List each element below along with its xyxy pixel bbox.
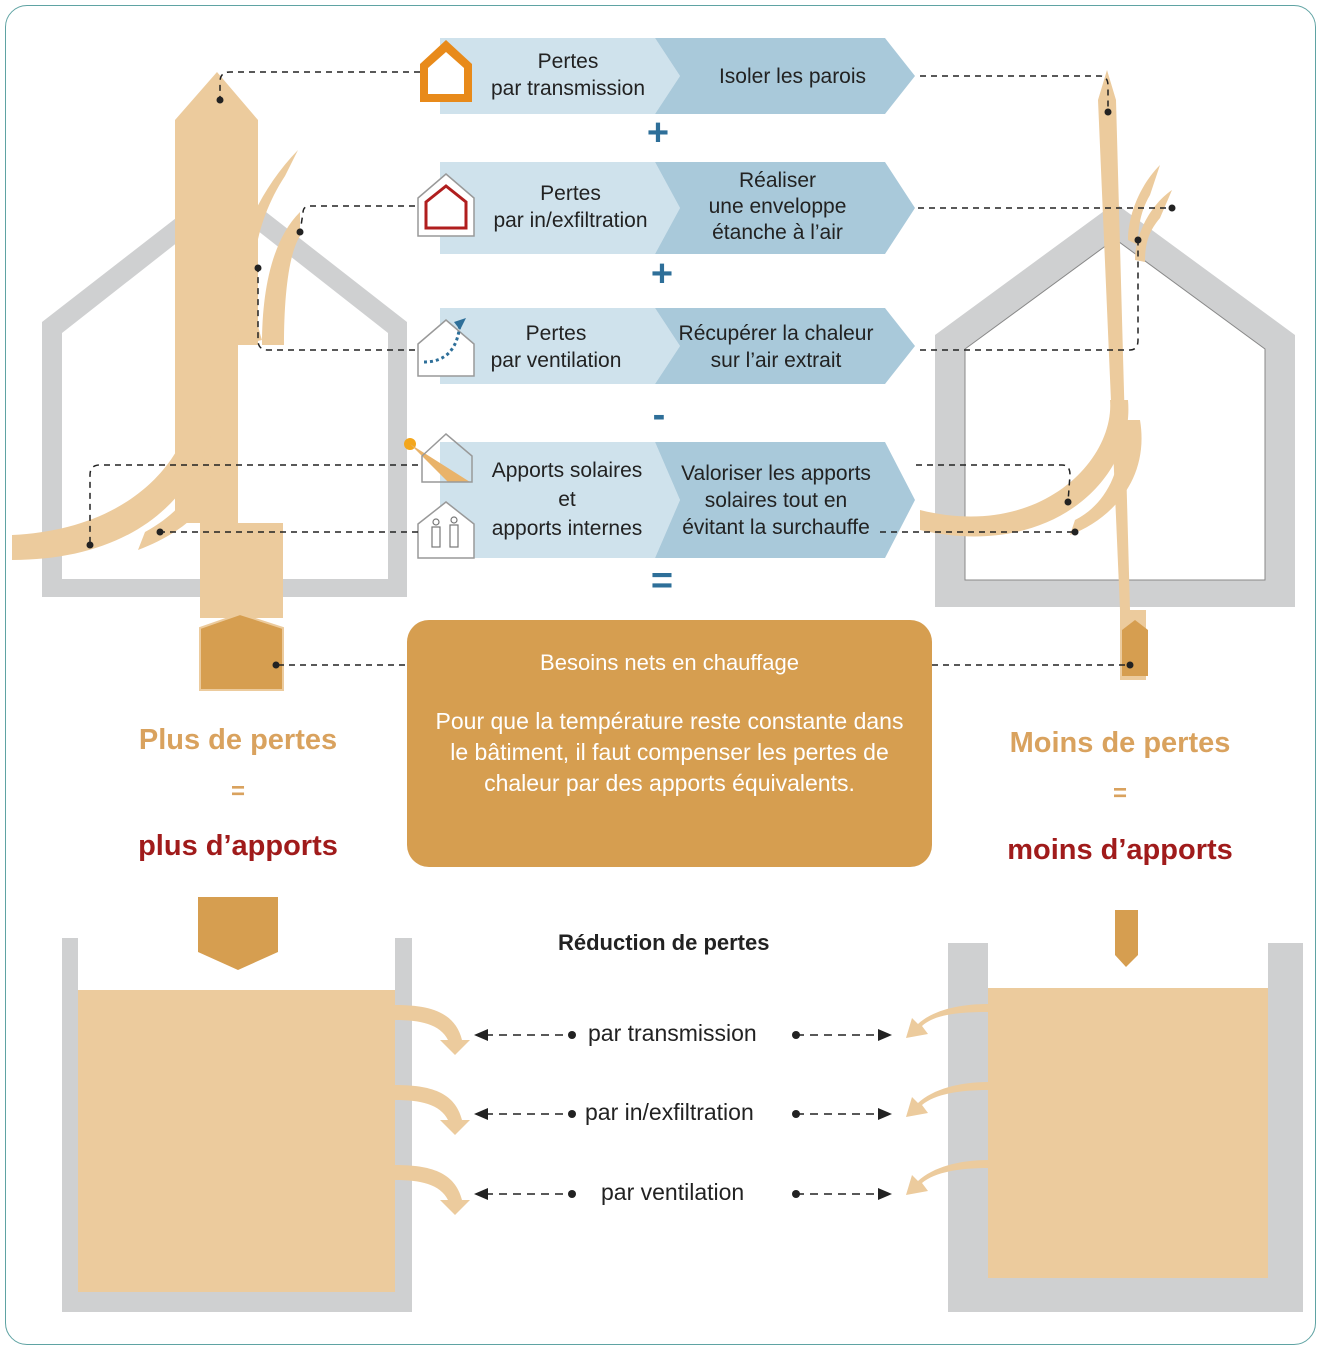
operator-minus: - <box>652 394 666 436</box>
right-energy-flow <box>920 70 1172 680</box>
action-label-airtight: Réaliser une enveloppe étanche à l’air <box>708 169 847 244</box>
right-summary-line1: Moins de pertes <box>1009 727 1231 759</box>
right-summary-line2: moins d’apports <box>1007 834 1233 866</box>
house-ventilation-icon <box>417 318 475 377</box>
net-heating-needs-box: Besoins nets en chauffage Pour que la te… <box>407 620 932 867</box>
action-label-solar: Valoriser les apports solaires tout en é… <box>681 462 871 539</box>
house-solar-icon <box>421 433 473 483</box>
left-summary-line2: plus d’apports <box>138 830 338 862</box>
right-tank <box>906 910 1303 1312</box>
left-tank <box>62 897 470 1312</box>
action-label-heat-recovery: Récupérer la chaleur sur l’air extrait <box>678 322 874 372</box>
net-heating-needs-title: Besoins nets en chauffage <box>540 650 799 675</box>
house-transmission-icon <box>420 40 472 102</box>
loss-label-transmission: Pertes par transmission <box>490 50 646 100</box>
diagram-frame <box>5 5 1316 1345</box>
net-heating-needs-text: Pour que la température reste constante … <box>435 708 904 796</box>
reduction-arrows <box>474 1029 892 1200</box>
right-summary-eq: = <box>1112 780 1127 807</box>
connectors-top <box>89 71 1172 666</box>
action-label-insulate: Isoler les parois <box>718 65 867 88</box>
reduction-item-infiltration: par in/exfiltration <box>585 1099 754 1125</box>
loss-label-infiltration: Pertes par in/exfiltration <box>493 182 648 232</box>
left-energy-flow <box>12 72 300 691</box>
house-people-icon <box>417 501 475 559</box>
house-airtight-icon <box>417 173 475 237</box>
reduction-item-ventilation: par ventilation <box>601 1179 745 1205</box>
left-summary-eq: = <box>230 778 245 805</box>
left-summary-line1: Plus de pertes <box>138 724 338 756</box>
reduction-item-transmission: par transmission <box>588 1020 757 1046</box>
reduction-title: Réduction de pertes <box>558 930 770 955</box>
connector-dots <box>86 96 1176 669</box>
operator-equals: = <box>650 560 674 602</box>
loss-label-solar-internal: Apports solaires et apports internes <box>491 459 643 540</box>
loss-label-ventilation: Pertes par ventilation <box>490 322 622 372</box>
operator-plus-1: + <box>646 112 670 154</box>
strategy-arrows <box>440 38 915 558</box>
operator-plus-2: + <box>650 253 674 295</box>
